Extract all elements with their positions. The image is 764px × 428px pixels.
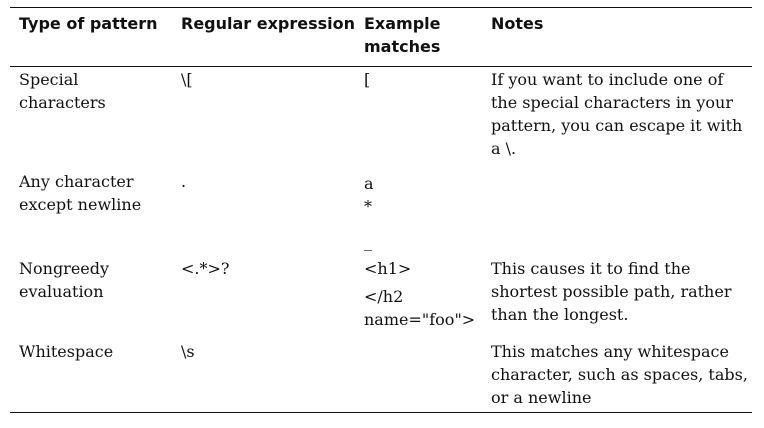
row-nongreedy-notes: This causes it to find the shortest poss… [491, 259, 732, 324]
row-whitespace-type: Whitespace [19, 342, 114, 361]
example-match: </h2 name="foo"> [364, 287, 476, 329]
header-type-of-pattern: Type of pattern [19, 14, 158, 33]
table-top-rule [10, 7, 752, 8]
example-match: a [364, 174, 374, 193]
header-example-matches: Example matches [364, 14, 441, 56]
row-special-characters-regex: \[ [181, 70, 193, 89]
example-match: _ [364, 232, 372, 251]
example-match: * [364, 197, 372, 216]
row-special-characters-example: [ [364, 70, 371, 89]
row-any-character-regex: . [181, 172, 187, 191]
example-match: <h1> [364, 259, 412, 278]
row-special-characters-notes: If you want to include one of the specia… [491, 70, 743, 158]
header-regular-expression: Regular expression [181, 14, 356, 33]
row-whitespace-regex: \s [181, 342, 195, 361]
row-nongreedy-type: Nongreedy evaluation [19, 259, 110, 301]
row-nongreedy-regex: <.*>? [181, 259, 230, 278]
row-special-characters-type: Special characters [19, 70, 106, 112]
row-whitespace-notes: This matches any whitespace character, s… [491, 342, 748, 407]
header-rule [10, 66, 752, 67]
table-bottom-rule [10, 412, 752, 413]
row-any-character-type: Any character except newline [19, 172, 142, 214]
header-notes: Notes [491, 14, 544, 33]
